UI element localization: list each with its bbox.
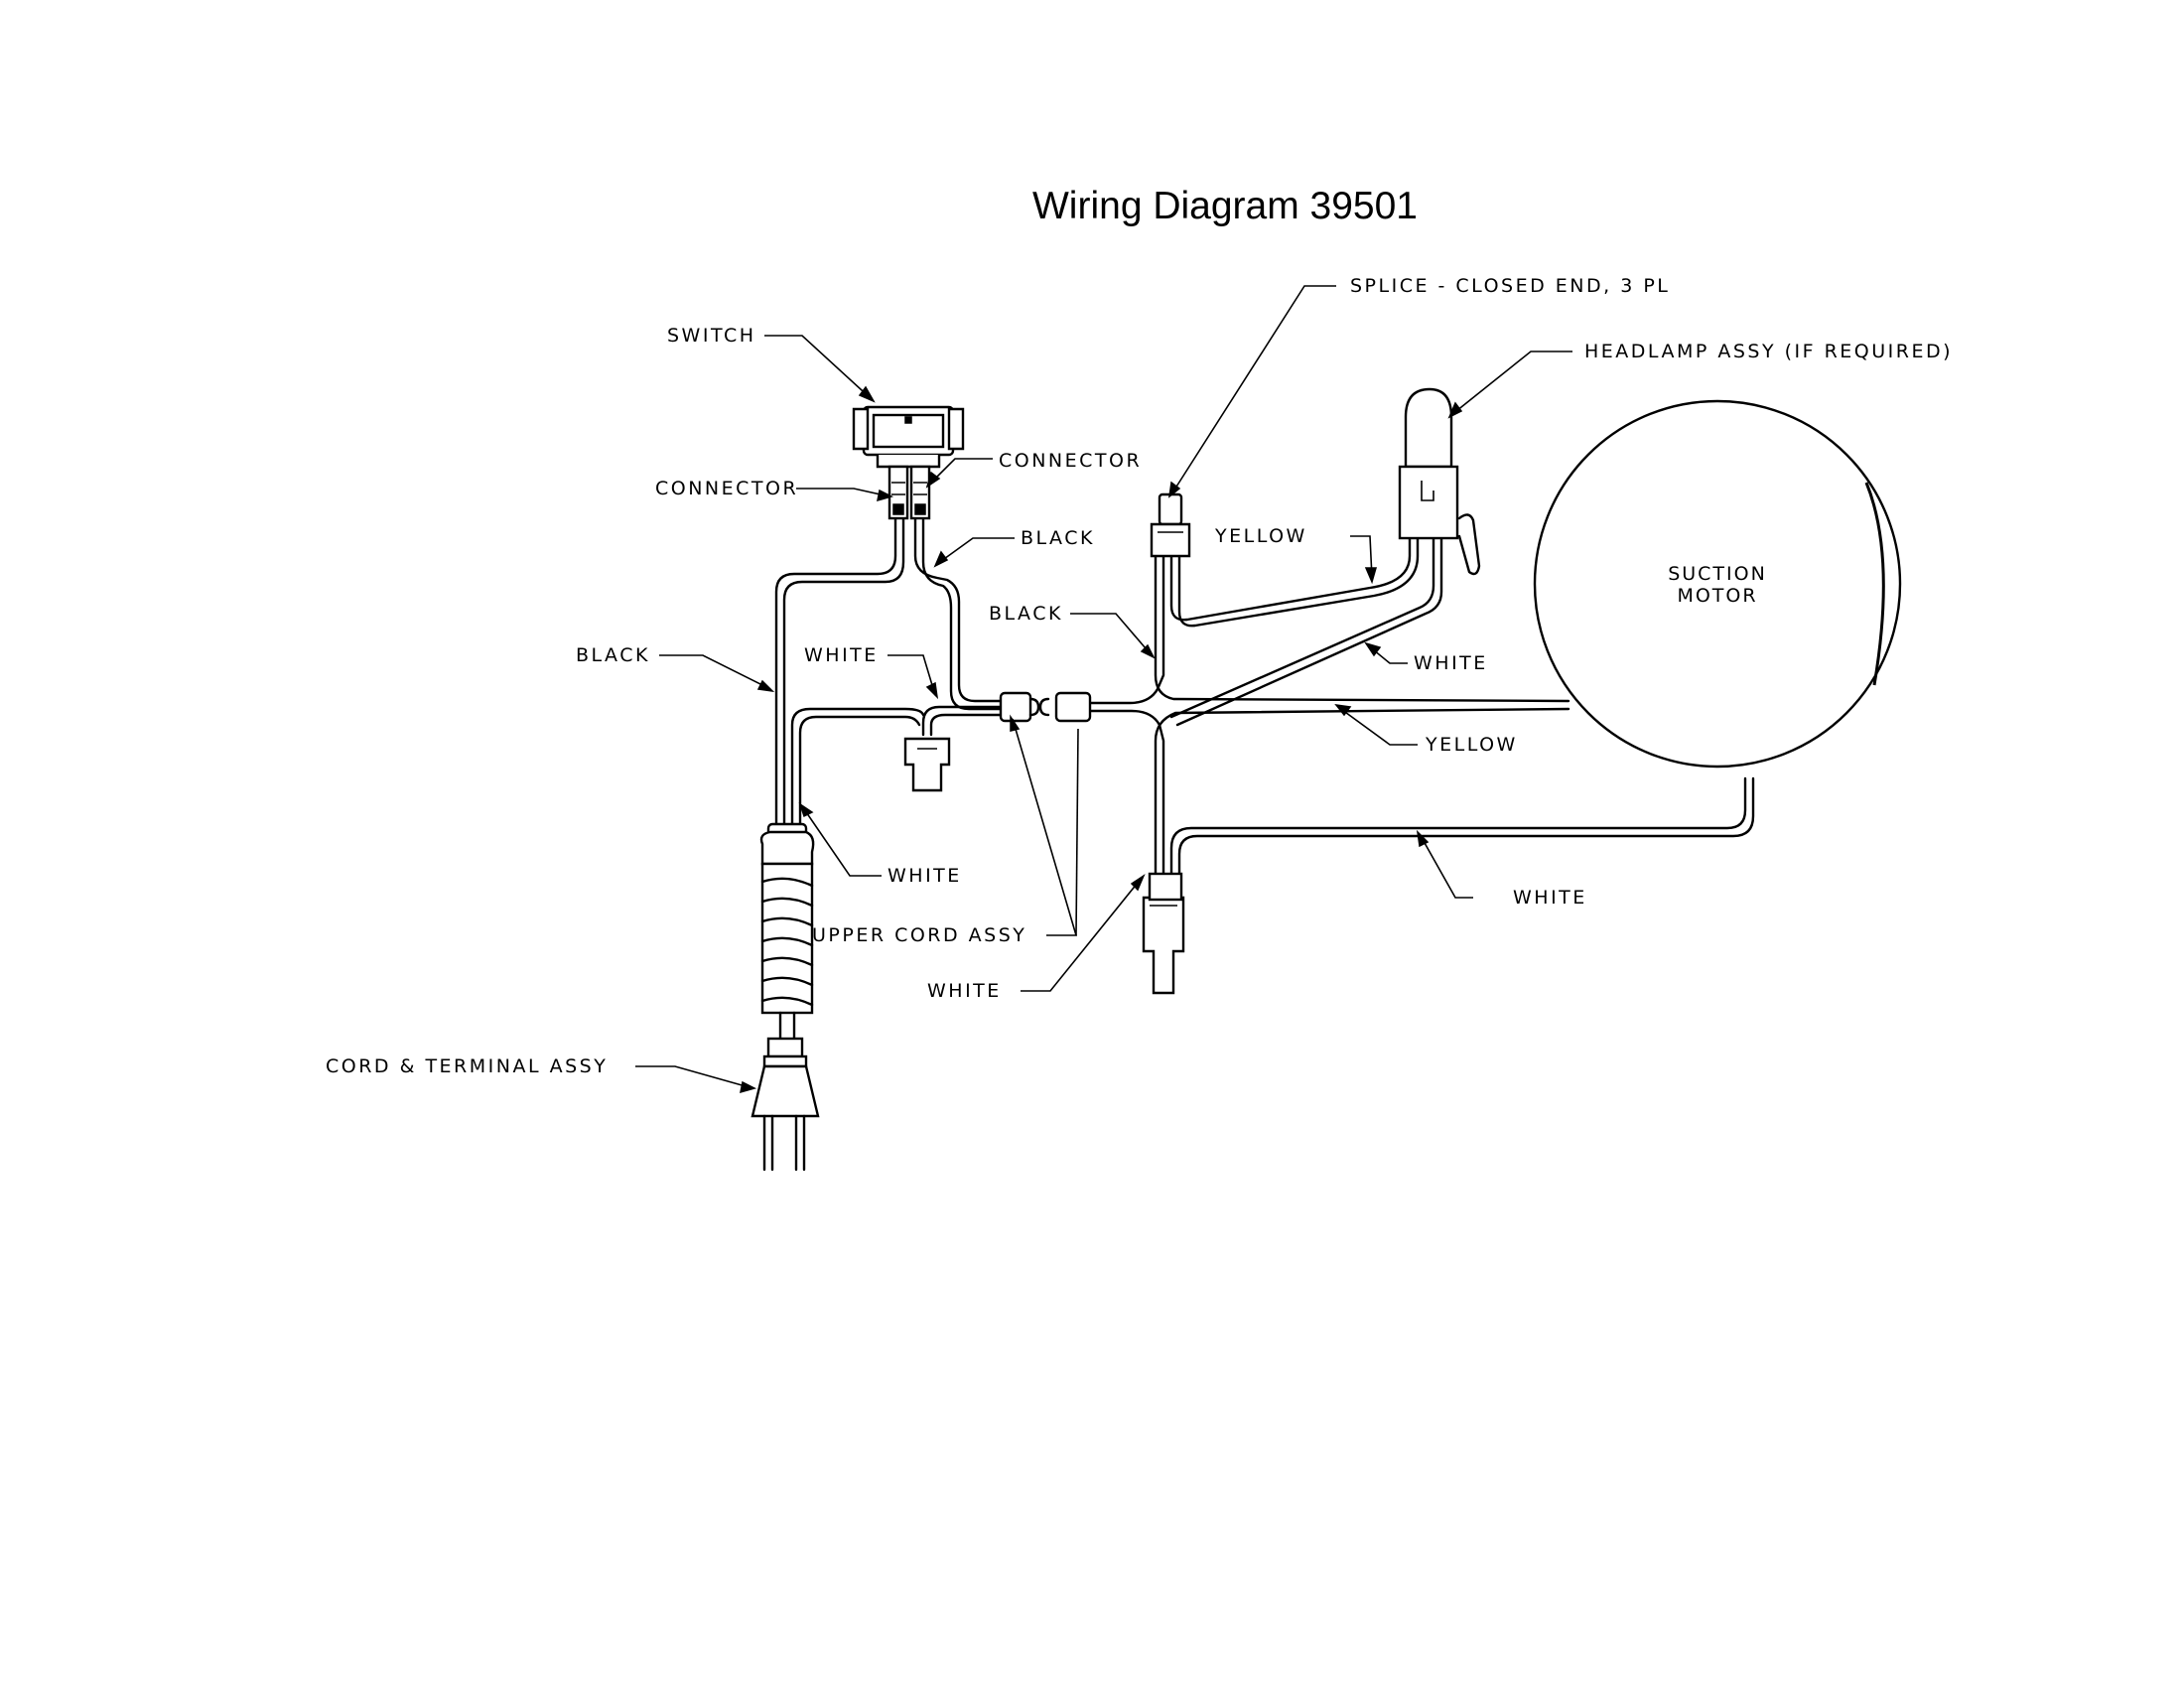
label-connector-left: CONNECTOR	[655, 478, 798, 499]
wire-switch-left-2	[782, 514, 905, 826]
wires	[774, 514, 1755, 876]
wire-nut-left	[903, 737, 951, 792]
suction-motor-label-1: SUCTION	[1668, 563, 1767, 585]
wire-center-bundle-b	[1088, 709, 1165, 876]
wire-headlamp-white	[1169, 534, 1435, 719]
cord-terminal-assy	[751, 822, 820, 1172]
suction-motor-label-2: MOTOR	[1677, 585, 1757, 607]
label-yellow-motor: YELLOW	[1425, 734, 1518, 756]
center-connector-pair	[999, 691, 1092, 723]
leader-lines	[635, 285, 1572, 1094]
headlamp-part	[1398, 387, 1481, 576]
wire-white-nut-2	[929, 713, 1005, 737]
wire-switch-right-2	[921, 514, 1005, 711]
wire-motor-white-2	[1177, 776, 1755, 876]
page-title: Wiring Diagram 39501	[1032, 185, 1418, 227]
label-white-motor: WHITE	[1513, 887, 1587, 909]
wire-white-nut	[921, 705, 1005, 737]
switch-connectors	[887, 465, 931, 520]
splice-bottom	[1142, 872, 1185, 995]
wire-headlamp-yellow-2	[1177, 534, 1420, 628]
wire-center-bundle-a	[1088, 554, 1165, 705]
label-switch: SWITCH	[667, 325, 756, 347]
labels: SWITCH CONNECTOR CONNECTOR BLACK BLACK B…	[326, 275, 1953, 1077]
label-white-cord: WHITE	[887, 865, 962, 887]
switch-part	[852, 405, 965, 469]
wire-headlamp-white-2	[1175, 534, 1443, 727]
wire-switch-right	[913, 514, 1005, 703]
label-white-mid: WHITE	[804, 644, 879, 666]
label-upper-cord-assy: UPPER CORD ASSY	[812, 924, 1026, 946]
label-splice: SPLICE - CLOSED END, 3 PL	[1350, 275, 1670, 297]
splice-top	[1150, 492, 1191, 558]
wire-center-bundle-c	[1154, 554, 1570, 703]
wire-motor-white	[1169, 776, 1747, 876]
label-black-left: BLACK	[576, 644, 650, 666]
label-black-switch: BLACK	[1021, 527, 1095, 549]
label-white-bottom: WHITE	[927, 980, 1002, 1002]
wire-switch-left	[774, 514, 897, 826]
label-black-center: BLACK	[989, 603, 1063, 625]
wire-center-bundle-d	[1154, 707, 1570, 876]
label-cord-terminal-assy: CORD & TERMINAL ASSY	[326, 1055, 608, 1077]
label-white-headlamp: WHITE	[1414, 652, 1488, 674]
wire-headlamp-yellow	[1169, 534, 1412, 622]
label-yellow-headlamp: YELLOW	[1214, 525, 1307, 547]
label-headlamp: HEADLAMP ASSY (IF REQUIRED)	[1584, 341, 1953, 362]
wire-cord-white-2	[798, 715, 921, 826]
suction-motor: SUCTION MOTOR	[1533, 399, 1902, 769]
wire-cord-white	[790, 707, 925, 826]
label-connector-right: CONNECTOR	[999, 450, 1142, 472]
